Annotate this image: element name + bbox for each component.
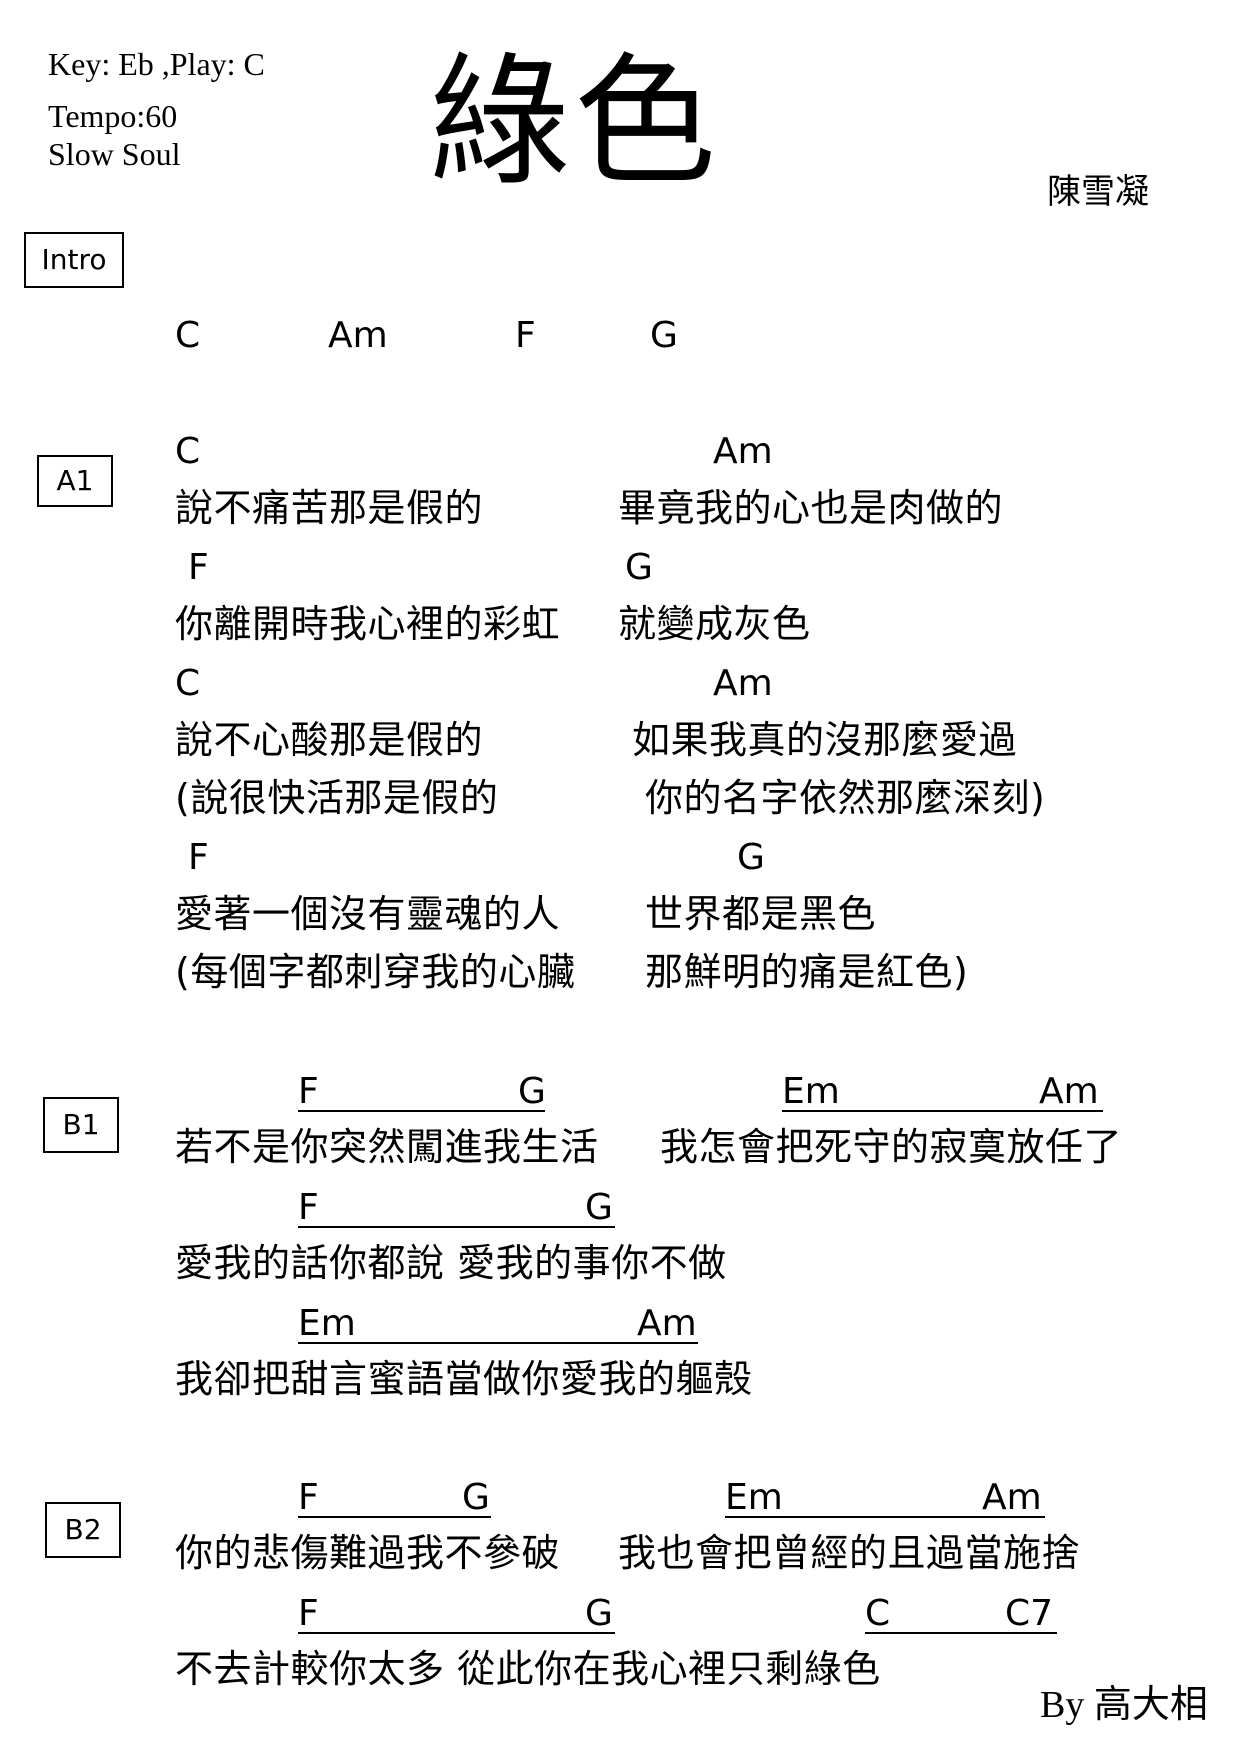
- lyric-line: 說不痛苦那是假的: [175, 486, 484, 530]
- chord: Em: [298, 1303, 356, 1344]
- lyric-line: 你離開時我心裡的彩虹: [175, 602, 561, 646]
- lyric-line: 愛我的話你都說 愛我的事你不做: [175, 1241, 727, 1285]
- lyric-line: 不去計較你太多 從此你在我心裡只剩綠色: [175, 1647, 881, 1691]
- section-tag-b1: B1: [43, 1097, 119, 1153]
- intro-chord: C: [175, 315, 201, 356]
- chord: G: [737, 837, 765, 878]
- chord-underline: [298, 1632, 615, 1634]
- lyric-line: (說很快活那是假的: [175, 776, 499, 820]
- lyric-line: 那鮮明的痛是紅色): [645, 950, 969, 994]
- lyric-line: 如果我真的沒那麼愛過: [632, 718, 1018, 762]
- chord: C: [865, 1593, 891, 1634]
- artist-name: 陳雪凝: [1047, 174, 1149, 211]
- chord: F: [298, 1593, 319, 1634]
- chord: F: [298, 1477, 319, 1518]
- lyric-line: 我卻把甜言蜜語當做你愛我的軀殼: [175, 1357, 753, 1401]
- lyric-line: 我怎會把死守的寂寞放任了: [660, 1125, 1123, 1169]
- chord: G: [462, 1477, 490, 1518]
- lyric-line: 就變成灰色: [618, 602, 811, 646]
- lyric-line: 若不是你突然闖進我生活: [175, 1125, 599, 1169]
- lyric-line: 畢竟我的心也是肉做的: [618, 486, 1004, 530]
- section-tag-intro: Intro: [24, 232, 124, 288]
- section-tag-label: A1: [56, 464, 94, 497]
- section-tag-label: Intro: [41, 243, 107, 276]
- chord: G: [518, 1071, 546, 1112]
- chord-underline: [298, 1342, 698, 1344]
- intro-chord: F: [515, 315, 536, 356]
- chord: G: [585, 1593, 613, 1634]
- chord-underline: [865, 1632, 1057, 1634]
- lyric-line: 說不心酸那是假的: [175, 718, 484, 762]
- intro-chord: G: [650, 315, 678, 356]
- song-title: 綠色: [428, 44, 720, 202]
- tempo-info: Tempo:60: [48, 98, 178, 134]
- chord: Am: [713, 431, 773, 472]
- chord: Em: [725, 1477, 783, 1518]
- arranger-credit: By 高大相: [1040, 1684, 1208, 1726]
- lyric-line: 我也會把曾經的且過當施捨: [618, 1531, 1081, 1575]
- lyric-line: 世界都是黑色: [645, 892, 877, 936]
- section-tag-a1: A1: [37, 455, 113, 507]
- chord: F: [298, 1187, 319, 1228]
- chord: G: [625, 547, 653, 588]
- chord: Em: [782, 1071, 840, 1112]
- chord: F: [298, 1071, 319, 1112]
- chord: C7: [1005, 1593, 1054, 1634]
- chord-underline: [782, 1110, 1103, 1112]
- intro-chord: Am: [328, 315, 388, 356]
- chord: Am: [637, 1303, 697, 1344]
- lyric-line: 你的悲傷難過我不參破: [175, 1531, 561, 1575]
- chord: G: [585, 1187, 613, 1228]
- section-tag-label: B2: [64, 1513, 102, 1546]
- lyric-line: (每個字都刺穿我的心臟: [175, 950, 576, 994]
- chord: C: [175, 431, 201, 472]
- chord-underline: [298, 1516, 491, 1518]
- chord: F: [188, 837, 209, 878]
- chord: F: [188, 547, 209, 588]
- key-info: Key: Eb ,Play: C: [48, 46, 265, 82]
- chord: C: [175, 663, 201, 704]
- lyric-line: 你的名字依然那麼深刻): [645, 776, 1046, 820]
- section-tag-b2: B2: [45, 1502, 121, 1558]
- chord: Am: [713, 663, 773, 704]
- chord-underline: [725, 1516, 1045, 1518]
- lyric-line: 愛著一個沒有靈魂的人: [175, 892, 561, 936]
- style-info: Slow Soul: [48, 136, 181, 172]
- chord-underline: [298, 1110, 545, 1112]
- chord-underline: [298, 1226, 615, 1228]
- chord: Am: [1039, 1071, 1099, 1112]
- chord: Am: [982, 1477, 1042, 1518]
- section-tag-label: B1: [62, 1108, 100, 1141]
